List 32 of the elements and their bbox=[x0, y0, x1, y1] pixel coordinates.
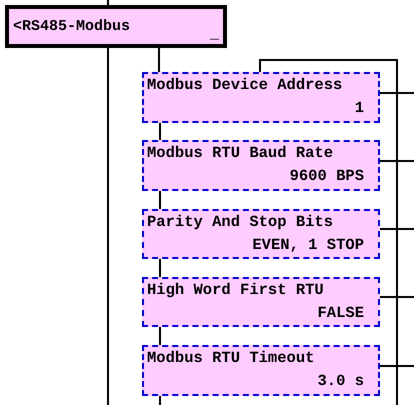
connector-line bbox=[380, 296, 414, 298]
setting-value: 3.0 s bbox=[317, 372, 364, 392]
connector-line bbox=[107, 0, 109, 5]
connector-line bbox=[159, 123, 161, 140]
setting-value: FALSE bbox=[317, 304, 364, 324]
connector-line bbox=[259, 59, 398, 405]
connector-line bbox=[380, 365, 414, 367]
setting-box bbox=[142, 277, 380, 327]
setting-box bbox=[142, 209, 380, 259]
setting-name: Modbus RTU Timeout bbox=[147, 349, 314, 368]
setting-value: 9600 BPS bbox=[290, 167, 364, 186]
setting-name: Parity And Stop Bits bbox=[147, 213, 334, 232]
connector-line bbox=[380, 228, 414, 230]
connector-line bbox=[159, 396, 161, 405]
connector-line bbox=[380, 92, 414, 94]
menu-header-box bbox=[5, 5, 227, 48]
connector-line bbox=[158, 48, 160, 72]
menu-title: <RS485-Modbus bbox=[13, 19, 130, 34]
connector-line bbox=[159, 191, 161, 209]
setting-name: Modbus RTU Baud Rate bbox=[147, 144, 334, 164]
setting-box bbox=[142, 140, 380, 191]
connector-line bbox=[159, 327, 161, 345]
connector-line bbox=[380, 160, 414, 162]
setting-name: Modbus Device Address bbox=[147, 76, 342, 96]
setting-name: High Word First RTU bbox=[147, 281, 324, 300]
connector-line bbox=[159, 259, 161, 277]
setting-box bbox=[142, 72, 380, 123]
setting-value: 1 bbox=[354, 99, 364, 118]
connector-line bbox=[107, 48, 109, 405]
cursor-mark: _ bbox=[210, 27, 219, 42]
setting-value: EVEN, 1 STOP bbox=[252, 236, 364, 256]
setting-box bbox=[142, 345, 380, 396]
